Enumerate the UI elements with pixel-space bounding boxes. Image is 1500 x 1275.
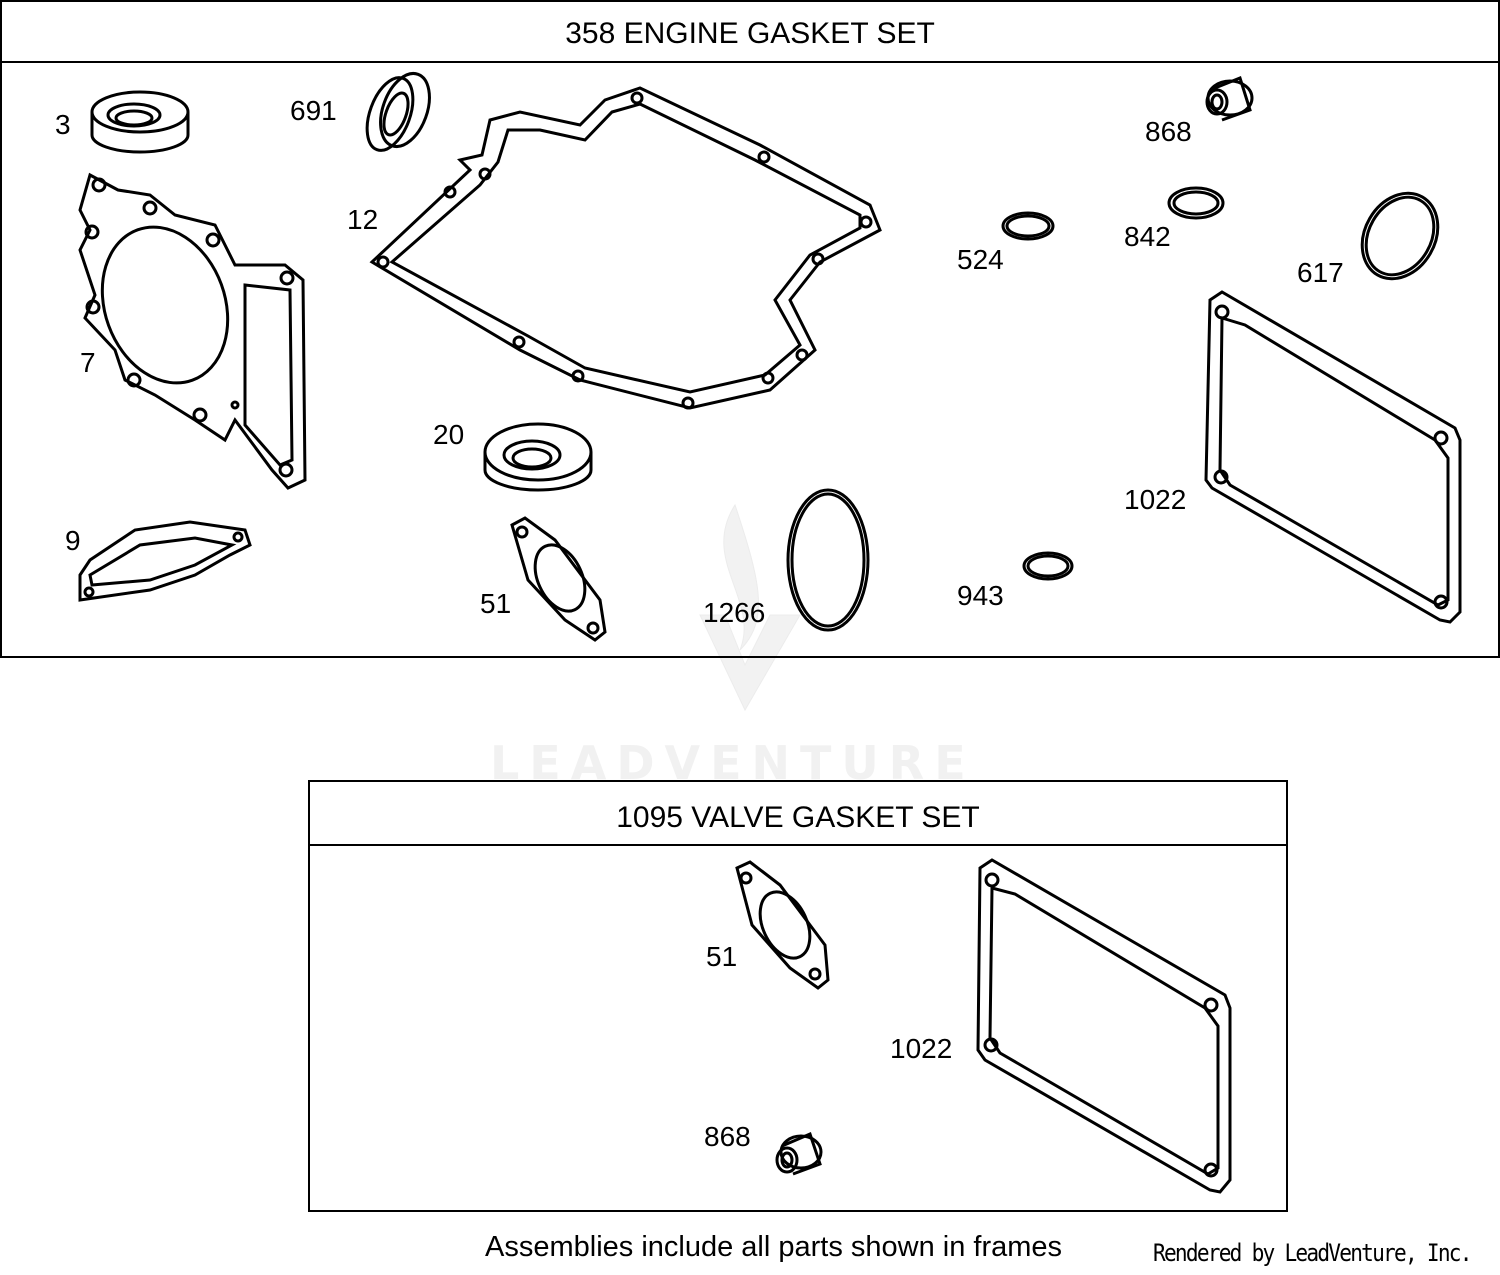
- part-1266-o-ring[interactable]: [786, 488, 870, 632]
- valve-gasket-set-frame: 1095 VALVE GASKET SET: [308, 780, 1288, 1212]
- part-9-intake-gasket[interactable]: [78, 520, 252, 602]
- part-617-o-ring[interactable]: [1347, 180, 1453, 293]
- part-868-valve-seal[interactable]: [1205, 76, 1254, 122]
- callout-12: 12: [347, 204, 379, 235]
- valve-callout-1022: 1022: [890, 1033, 953, 1064]
- callout-842: 842: [1124, 221, 1171, 252]
- part-943-o-ring[interactable]: [1022, 551, 1074, 581]
- valve-part-868-valve-seal[interactable]: [775, 1131, 823, 1176]
- part-1022-valve-cover-gasket[interactable]: [1204, 290, 1462, 624]
- callout-524: 524: [957, 244, 1004, 275]
- part-3-oil-seal[interactable]: [90, 90, 190, 154]
- valve-part-1022-valve-cover-gasket[interactable]: [976, 858, 1232, 1194]
- callout-7: 7: [80, 347, 96, 378]
- callout-9: 9: [65, 525, 81, 556]
- part-51-carb-gasket[interactable]: [510, 516, 607, 642]
- callout-1022: 1022: [1124, 484, 1187, 515]
- part-842-o-ring[interactable]: [1167, 186, 1225, 220]
- valve-callout-51: 51: [706, 941, 738, 972]
- callout-3: 3: [55, 109, 71, 140]
- callout-20: 20: [433, 419, 465, 450]
- part-524-o-ring[interactable]: [1001, 211, 1055, 241]
- valve-gasket-set-title: 1095 VALVE GASKET SET: [310, 782, 1286, 846]
- valve-callout-868: 868: [704, 1121, 751, 1152]
- callout-1266: 1266: [703, 597, 766, 628]
- part-20-oil-seal[interactable]: [483, 422, 593, 492]
- valve-part-51-carb-gasket[interactable]: [735, 860, 830, 990]
- callout-691: 691: [290, 95, 337, 126]
- render-credit: Rendered by LeadVenture, Inc.: [1153, 1239, 1472, 1267]
- part-7-head-gasket[interactable]: [78, 172, 307, 490]
- part-12-crankcase-gasket[interactable]: [369, 86, 882, 410]
- callout-943: 943: [957, 580, 1004, 611]
- callout-51: 51: [480, 588, 512, 619]
- callout-617: 617: [1297, 257, 1344, 288]
- part-691-seal[interactable]: [358, 67, 438, 157]
- engine-gasket-set-title: 358 ENGINE GASKET SET: [2, 2, 1498, 63]
- engine-gasket-set-frame: 358 ENGINE GASKET SET: [0, 0, 1500, 658]
- assemblies-footnote: Assemblies include all parts shown in fr…: [485, 1231, 1063, 1263]
- callout-868: 868: [1145, 116, 1192, 147]
